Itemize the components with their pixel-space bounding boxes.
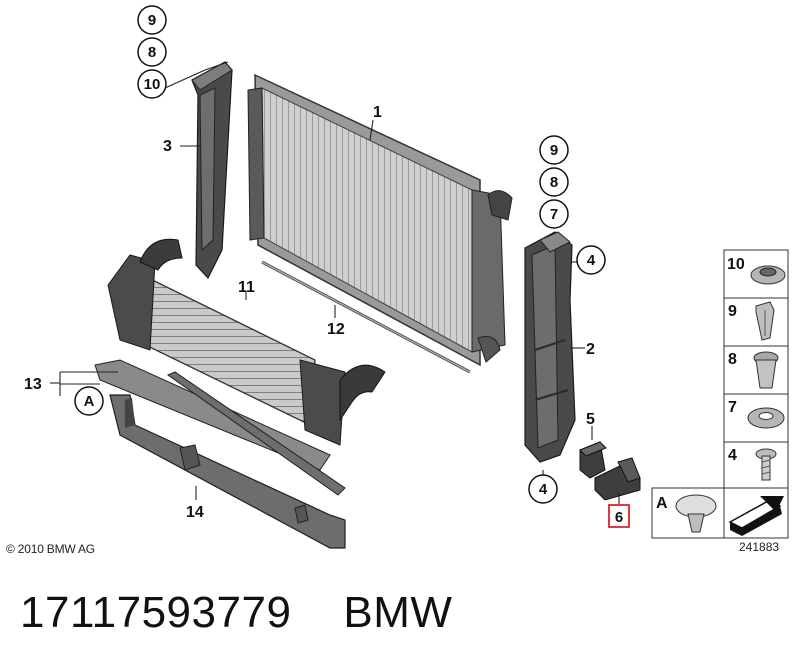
- circle-8-right: [539, 167, 569, 197]
- leader-lines: [50, 61, 620, 505]
- callout-9-right: 9: [550, 142, 558, 159]
- callout-2: 2: [586, 341, 595, 358]
- callout-9-top: 9: [148, 12, 156, 29]
- screw-icon: [755, 448, 777, 481]
- callout-6: 6: [615, 509, 623, 526]
- circled-callouts: [74, 5, 606, 504]
- callout-14: 14: [186, 504, 204, 521]
- callout-4-top: 4: [587, 252, 596, 269]
- expanding-nut-icon: [755, 301, 775, 341]
- legend-4: 4: [728, 447, 737, 464]
- push-rivet-icon: [675, 494, 717, 533]
- callout-a: A: [84, 393, 95, 410]
- callout-labels: 1 3 2 5 11 12 13 14: [24, 104, 595, 521]
- circle-7: [539, 199, 569, 229]
- parts-diagram: 1 3 2 5 11 12 13 14 9 8 10 9 8 7 4 4 A 6: [24, 5, 789, 549]
- circle-9-right: [539, 135, 569, 165]
- circle-9-top: [137, 5, 167, 35]
- callout-10: 10: [144, 76, 161, 93]
- fastener-legend: 10 9 8 7 4 A: [651, 249, 789, 539]
- bracket-part-6: [594, 457, 641, 501]
- callout-11: 11: [238, 279, 255, 296]
- circle-8-top: [137, 37, 167, 67]
- legend-7: 7: [728, 399, 737, 416]
- circled-callout-text: 9 8 10 9 8 7 4 4 A: [84, 12, 596, 498]
- highlight-box: [608, 504, 630, 528]
- clip-icon: [753, 351, 779, 389]
- air-guide-part-14: [109, 394, 346, 549]
- drawing-id: 241883: [739, 540, 780, 554]
- legend-9: 9: [728, 303, 737, 320]
- callout-13: 13: [24, 376, 42, 393]
- legend-10: 10: [727, 256, 745, 273]
- callout-6-highlighted: 6: [608, 504, 630, 528]
- washer-nut-icon: [750, 265, 786, 285]
- circle-4-bottom: [528, 474, 558, 504]
- part-number: 17117593779: [20, 588, 292, 637]
- callout-5: 5: [586, 411, 595, 428]
- callout-12: 12: [327, 321, 345, 338]
- air-duct-right-part-2: [524, 231, 576, 463]
- circle-a: [74, 386, 104, 416]
- callout-1: 1: [373, 104, 382, 121]
- legend-a: A: [656, 495, 668, 512]
- circle-4-top: [576, 245, 606, 275]
- circle-10: [137, 69, 167, 99]
- bracket-part-13: [94, 359, 346, 496]
- caption: 17117593779 BMW: [20, 588, 452, 638]
- radiator-part-1: [247, 73, 513, 374]
- callout-4-bottom: 4: [539, 481, 548, 498]
- copyright-text: © 2010 BMW AG: [6, 542, 95, 556]
- callout-8-right: 8: [550, 174, 558, 191]
- charge-air-cooler-part-11: [107, 238, 386, 446]
- callout-8-top: 8: [148, 44, 156, 61]
- callout-3: 3: [163, 138, 172, 155]
- air-duct-left-part-3: [191, 61, 233, 280]
- brand-name: BMW: [343, 588, 453, 637]
- callout-7: 7: [550, 206, 558, 223]
- bracket-part-5: [579, 441, 607, 479]
- washer-icon: [747, 407, 785, 429]
- direction-arrow-icon: [728, 496, 784, 536]
- legend-8: 8: [728, 351, 737, 368]
